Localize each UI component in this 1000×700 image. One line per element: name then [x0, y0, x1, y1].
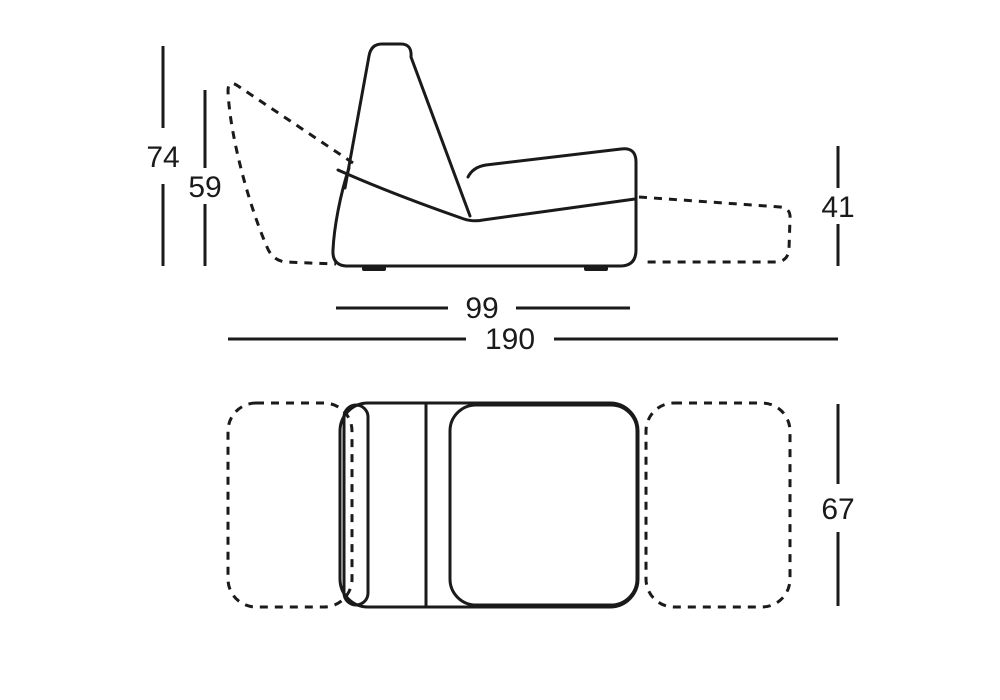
side-view	[226, 42, 792, 271]
top-view-chair-outline	[338, 401, 640, 609]
dim-label-overall-width: 190	[485, 323, 535, 356]
extension-footrest-dashed-outline	[638, 195, 792, 264]
dim-label-extension-height: 41	[821, 191, 854, 224]
top-view-left-extension-dashed	[226, 401, 354, 609]
dim-label-seat-width: 99	[465, 292, 498, 325]
dim-label-depth: 67	[821, 493, 854, 526]
top-view-seat-cushion	[448, 403, 639, 607]
chair-body-outline	[331, 147, 638, 268]
top-view-dimensions: 67	[821, 404, 855, 606]
top-view-backrest-slab	[342, 403, 370, 607]
top-view-right-extension-dashed	[644, 401, 792, 609]
top-view	[226, 401, 792, 609]
backrest-outline	[343, 42, 472, 218]
foot-right	[584, 266, 608, 271]
dim-label-reclined-height: 59	[188, 171, 221, 204]
dim-label-backrest-height: 74	[146, 141, 179, 174]
side-view-dimensions: 74 59 41 99 190	[146, 46, 855, 356]
seat-surface-line	[336, 168, 637, 223]
foot-left	[362, 266, 386, 271]
